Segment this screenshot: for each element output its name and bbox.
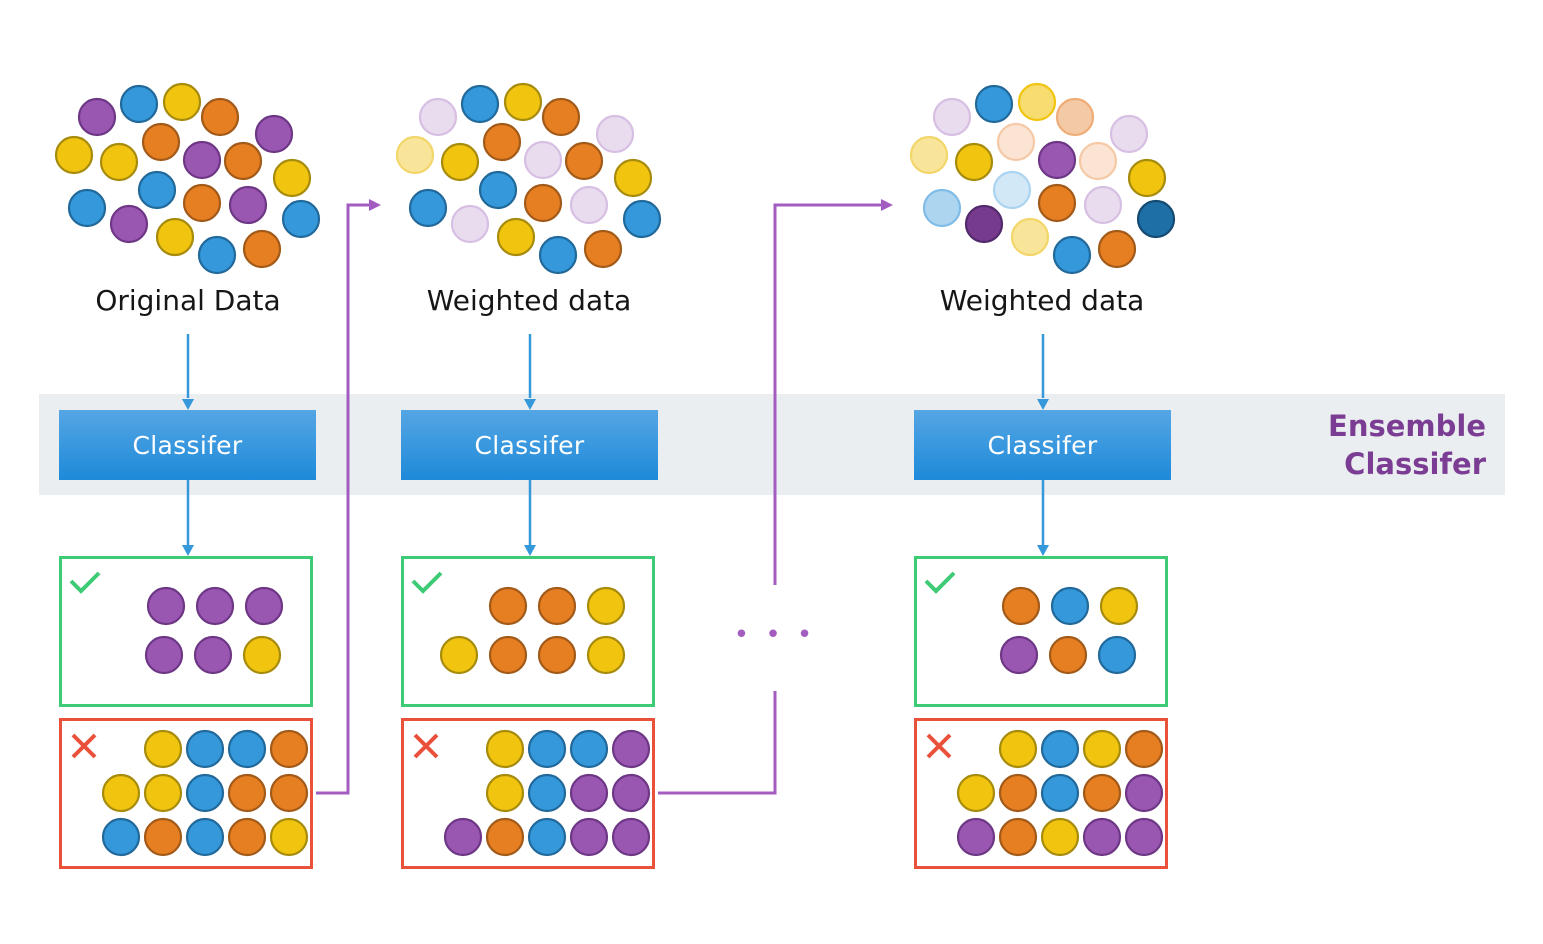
ensemble-label-line-1: Ensemble xyxy=(1328,409,1486,443)
wrong-box-2 xyxy=(401,718,655,869)
classifier-3: Classifer xyxy=(914,410,1171,480)
classifier-2-label: Classifer xyxy=(474,430,585,460)
classifier-1-label: Classifer xyxy=(132,430,243,460)
classifier-2: Classifer xyxy=(401,410,658,480)
wrong-box-1 xyxy=(59,718,313,869)
wrong-box-3 xyxy=(914,718,1168,869)
stage-2-title: Weighted data xyxy=(426,284,632,317)
correct-box-1 xyxy=(59,556,313,707)
classifier-3-label: Classifer xyxy=(987,430,1098,460)
correct-box-2 xyxy=(401,556,655,707)
ensemble-classifier-label: Ensemble Classifer xyxy=(1328,407,1486,483)
stage-1-title: Original Data xyxy=(95,284,281,317)
correct-box-3 xyxy=(914,556,1168,707)
classifier-1: Classifer xyxy=(59,410,316,480)
stage-3-title: Weighted data xyxy=(939,284,1145,317)
ensemble-label-line-2: Classifer xyxy=(1344,447,1486,481)
